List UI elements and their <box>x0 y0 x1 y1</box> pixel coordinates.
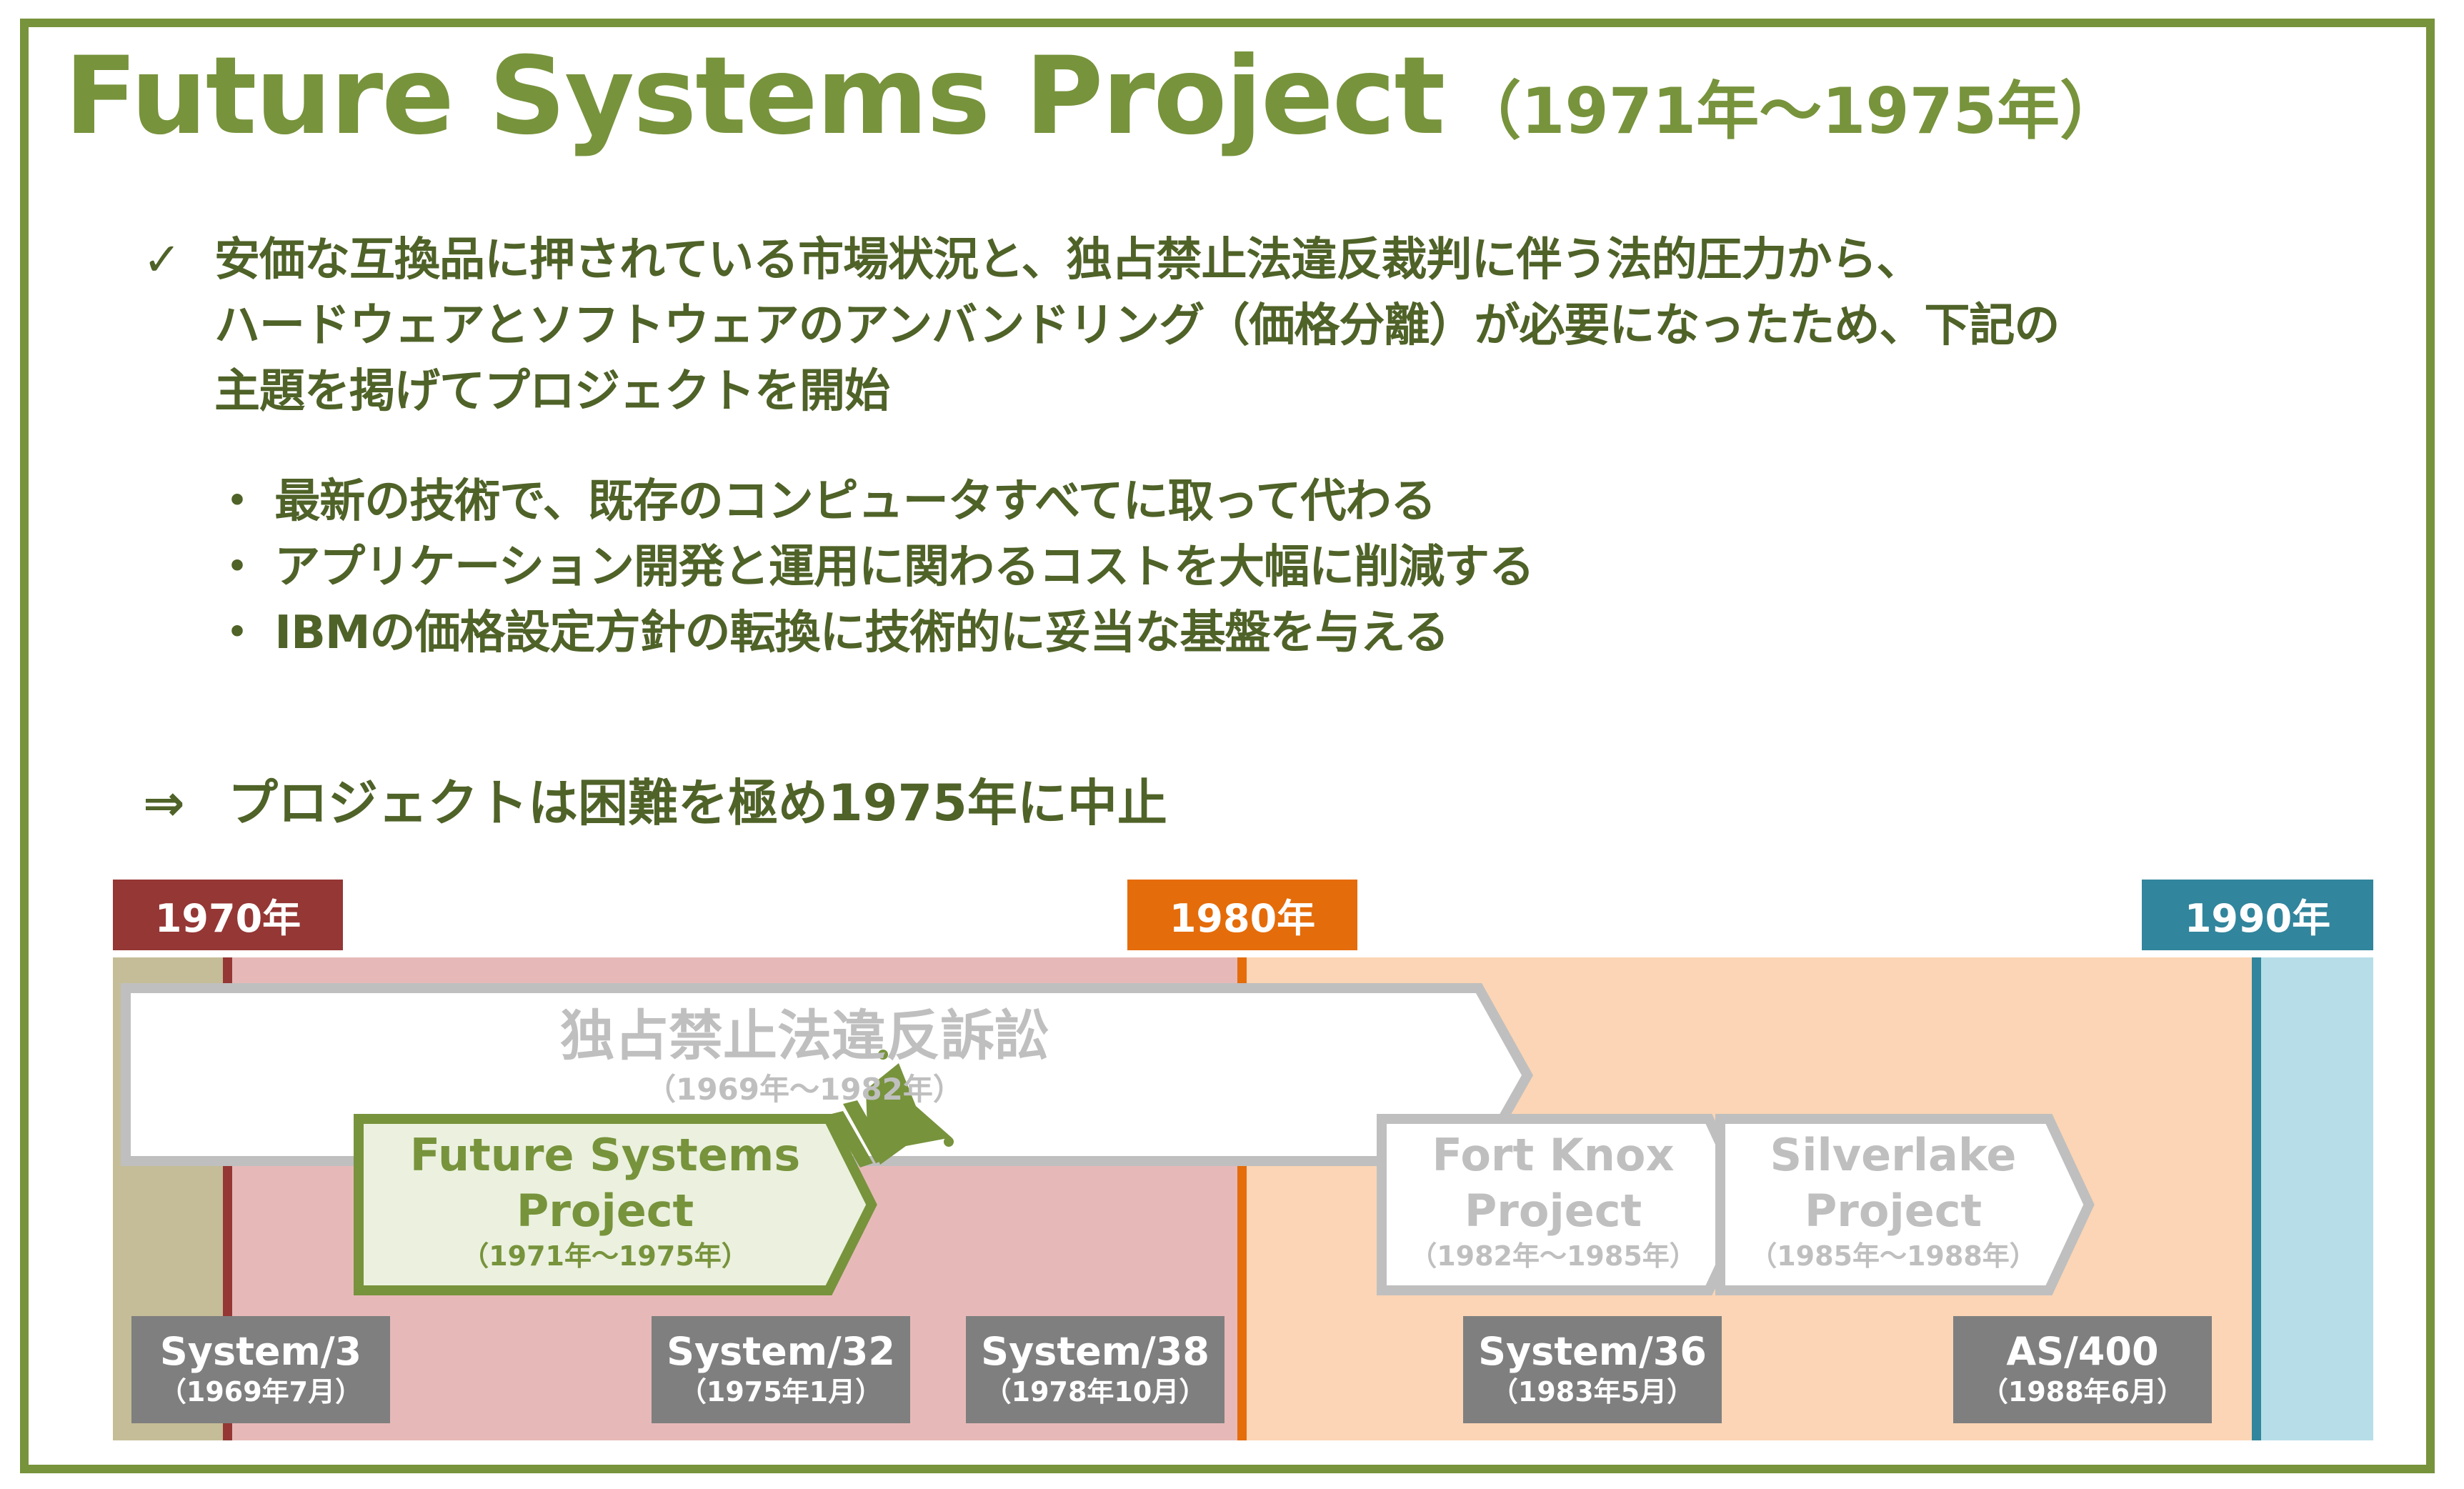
year-label-1990: 1990年 <box>2142 880 2373 950</box>
conclusion: ⇒ プロジェクトは困難を極め1975年に中止 <box>143 763 1167 835</box>
silverlake-period: （1985年～1988年） <box>1750 1240 2037 1272</box>
system-date: （1988年6月） <box>1980 1376 2185 1408</box>
fort-knox-line-2: Project <box>1464 1185 1642 1237</box>
system-date: （1978年10月） <box>984 1376 1207 1408</box>
system-date: （1983年5月） <box>1490 1376 1695 1408</box>
year-label-1980: 1980年 <box>1127 880 1357 950</box>
system-box-system3: System/3 （1969年7月） <box>131 1316 390 1423</box>
fort-knox-line-1: Fort Knox <box>1432 1129 1675 1181</box>
bullet-item-3: ・ IBMの価格設定方針の転換に技術的に妥当な基盤を与える <box>214 607 1450 659</box>
silverlake-arrow <box>1715 1114 2095 1295</box>
title-period: （1971年～1975年） <box>1458 74 2123 148</box>
era-band-1990s <box>2256 957 2373 1440</box>
fort-knox-period: （1982年～1985年） <box>1410 1240 1697 1272</box>
system-name: System/36 <box>1478 1329 1707 1374</box>
title-main: Future Systems Project <box>64 34 1445 159</box>
fs-period: （1971年～1975年） <box>462 1240 749 1272</box>
page-title: Future Systems Project（1971年～1975年） <box>64 34 2123 159</box>
system-date: （1975年1月） <box>679 1376 883 1408</box>
system-box-system38: System/38 （1978年10月） <box>966 1316 1224 1423</box>
antitrust-title: 独占禁止法違反訴訟 <box>560 1004 1049 1067</box>
system-name: System/38 <box>981 1329 1209 1374</box>
intro-line-1: 安価な互換品に押されている市場状況と、独占禁止法違反裁判に伴う法的圧力から、 <box>214 234 1922 287</box>
system-date: （1969年7月） <box>159 1376 363 1408</box>
antitrust-label: 独占禁止法違反訴訟 （1969年～1982年） <box>126 1000 1483 1107</box>
silverlake-line-2: Project <box>1804 1185 1982 1237</box>
silverlake-label: Silverlake Project （1985年～1988年） <box>1720 1127 2066 1273</box>
bullet-item-2: ・ アプリケーション開発と運用に関わるコストを大幅に削減する <box>214 541 1535 594</box>
slide-frame <box>20 19 2435 1473</box>
collision-burst-icon <box>829 1050 954 1167</box>
decade-marker-1990 <box>2252 957 2261 1440</box>
intro-paragraph: 安価な互換品に押されている市場状況と、独占禁止法違反裁判に伴う法的圧力から、 ハ… <box>214 227 2060 424</box>
system-box-system32: System/32 （1975年1月） <box>652 1316 910 1423</box>
fs-line-2: Project <box>516 1185 694 1237</box>
check-icon: ✓ <box>143 234 181 287</box>
future-systems-arrow <box>354 1114 877 1295</box>
intro-line-3: 主題を掲げてプロジェクトを開始 <box>214 365 890 418</box>
system-box-system36: System/36 （1983年5月） <box>1463 1316 1722 1423</box>
system-name: System/3 <box>159 1329 362 1374</box>
system-name: System/32 <box>667 1329 895 1374</box>
fs-line-1: Future Systems <box>409 1129 801 1181</box>
bullet-item-1: ・ 最新の技術で、既存のコンピュータすべてに取って代わる <box>214 475 1436 528</box>
system-box-as400: AS/400 （1988年6月） <box>1953 1316 2212 1423</box>
antitrust-period: （1969年～1982年） <box>646 1072 963 1107</box>
fort-knox-label: Fort Knox Project （1982年～1985年） <box>1382 1127 1725 1273</box>
system-name: AS/400 <box>2006 1329 2159 1374</box>
future-systems-label: Future Systems Project （1971年～1975年） <box>359 1127 852 1273</box>
implies-arrow-icon: ⇒ <box>143 774 185 832</box>
conclusion-text: プロジェクトは困難を極め1975年に中止 <box>228 774 1167 832</box>
year-label-1970: 1970年 <box>113 880 343 950</box>
intro-line-2: ハードウェアとソフトウェアのアンバンドリング（価格分離）が必要になったため、下記… <box>214 299 2060 352</box>
silverlake-line-1: Silverlake <box>1770 1129 2017 1181</box>
